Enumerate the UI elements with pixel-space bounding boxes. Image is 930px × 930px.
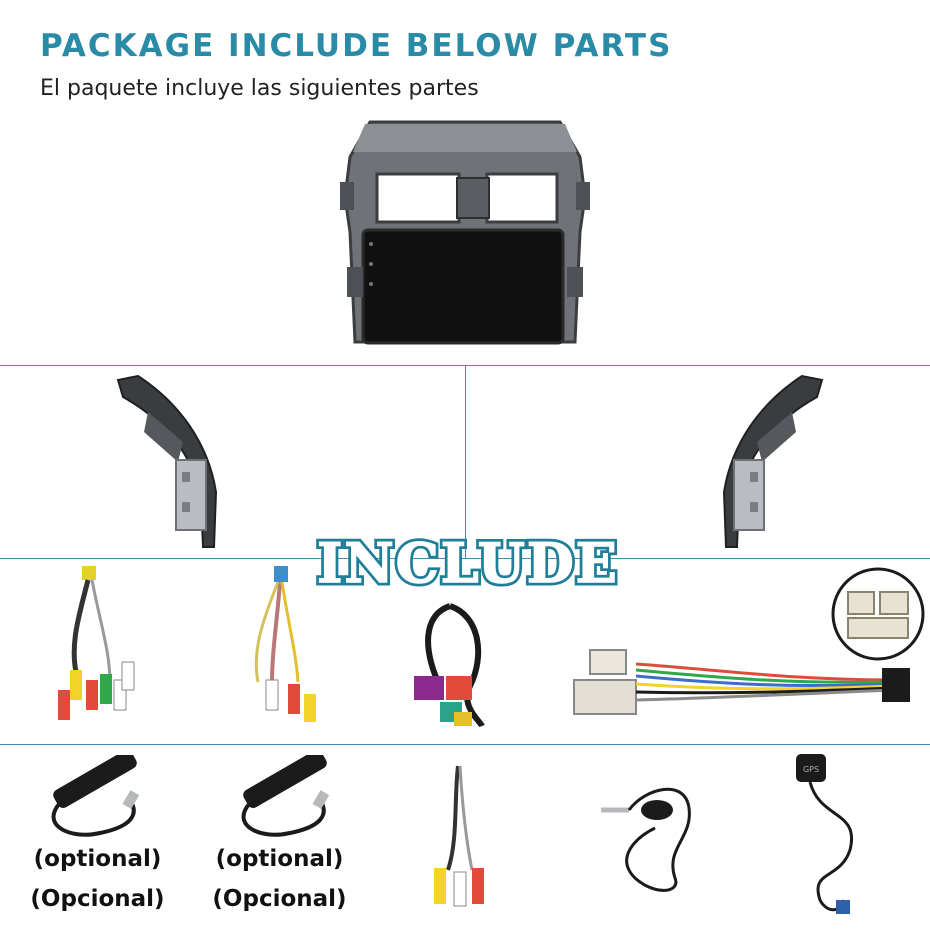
gps-tag: GPS bbox=[803, 765, 819, 774]
page-subtitle: El paquete incluye las siguientes partes bbox=[40, 76, 479, 101]
radio-antenna-image bbox=[51, 755, 140, 837]
microphone-image bbox=[601, 787, 691, 892]
optional-label: (optional) bbox=[215, 846, 344, 872]
power-harness-image bbox=[573, 649, 910, 715]
radio-antenna-image bbox=[241, 755, 330, 837]
rca-cable-image bbox=[434, 765, 484, 907]
divider-line bbox=[0, 744, 930, 745]
rca-harness-image bbox=[58, 566, 135, 720]
right-bracket-image bbox=[722, 374, 824, 548]
optional-label: (optional) bbox=[33, 846, 162, 872]
optional-label-spanish: (Opcional) bbox=[30, 886, 165, 912]
connector-inset-image bbox=[831, 567, 925, 661]
radio-frame-image bbox=[340, 120, 590, 345]
optional-label-spanish: (Opcional) bbox=[212, 886, 347, 912]
divider-line bbox=[465, 365, 466, 558]
include-banner: INCLUDE INCLUDE bbox=[314, 528, 621, 598]
page-title: PACKAGE INCLUDE BELOW PARTS bbox=[40, 28, 673, 64]
audio-harness-image bbox=[254, 566, 316, 722]
usb-cable-image bbox=[414, 603, 485, 728]
divider-line bbox=[0, 558, 930, 559]
include-label-inner: INCLUDE bbox=[317, 531, 619, 595]
gps-antenna-image: GPS bbox=[796, 754, 854, 914]
include-label: INCLUDE bbox=[317, 531, 619, 595]
left-bracket-image bbox=[116, 374, 218, 548]
